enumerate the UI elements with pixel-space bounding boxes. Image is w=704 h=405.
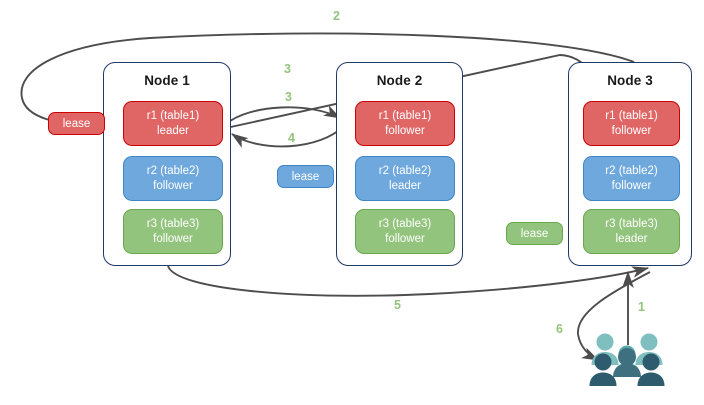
edge-label-6: 6 xyxy=(556,322,563,336)
node3-title: Node 3 xyxy=(607,73,653,88)
replica-n2r2[interactable]: r2 (table2) leader xyxy=(355,156,455,201)
node-container-node3[interactable]: Node 3 r1 (table1) follower r2 (table2) … xyxy=(568,62,692,266)
edge-label-3a: 3 xyxy=(284,62,291,76)
replica-n3r3-range: r3 (table3) xyxy=(605,218,658,230)
node-container-node1[interactable]: Node 1 r1 (table1) leader r2 (table2) fo… xyxy=(103,62,231,266)
replica-n3r1-role: follower xyxy=(611,124,652,137)
lease-badge-green[interactable]: lease xyxy=(506,222,563,245)
replica-n3r3[interactable]: r3 (table3) leader xyxy=(583,209,680,254)
replica-n1r3[interactable]: r3 (table3) follower xyxy=(123,209,223,254)
replica-n3r3-role: leader xyxy=(615,232,648,245)
users-group-icon xyxy=(589,333,665,386)
replica-n1r2-range: r2 (table2) xyxy=(146,165,200,177)
replica-n2r1[interactable]: r1 (table1) follower xyxy=(355,101,455,146)
replica-n2r3-range: r3 (table3) xyxy=(378,218,432,230)
lease-badge-red[interactable]: lease xyxy=(48,112,105,135)
replica-n2r1-role: follower xyxy=(385,124,425,137)
node-container-node2[interactable]: Node 2 r1 (table1) follower r2 (table2) … xyxy=(336,62,463,266)
replica-n1r1-role: leader xyxy=(157,124,189,137)
replica-n1r3-role: follower xyxy=(153,232,193,245)
edge-3-node1-to-node2 xyxy=(225,105,342,125)
replica-n3r2-role: follower xyxy=(611,179,652,192)
replica-n2r2-range: r2 (table2) xyxy=(378,165,432,177)
replica-n1r1[interactable]: r1 (table1) leader xyxy=(123,101,223,146)
replica-n2r2-role: leader xyxy=(389,179,421,192)
replica-n1r1-range: r1 (table1) xyxy=(146,110,200,122)
replica-n3r1-range: r1 (table1) xyxy=(605,110,658,122)
replica-n1r2-role: follower xyxy=(153,179,193,192)
node2-title: Node 2 xyxy=(376,73,423,88)
replica-n3r1[interactable]: r1 (table1) follower xyxy=(583,101,680,146)
edge-label-3b: 3 xyxy=(285,90,292,104)
node1-title: Node 1 xyxy=(144,73,190,88)
replica-n3r2-range: r2 (table2) xyxy=(605,165,658,177)
edge-label-4: 4 xyxy=(288,131,295,145)
edge-5-response-path xyxy=(167,265,650,297)
replica-n2r3-role: follower xyxy=(385,232,425,245)
edge-label-1: 1 xyxy=(638,300,645,314)
lease-badge-blue[interactable]: lease xyxy=(277,165,334,188)
replica-n1r3-range: r3 (table3) xyxy=(146,218,200,230)
replica-n2r3[interactable]: r3 (table3) follower xyxy=(355,209,455,254)
edge-label-2: 2 xyxy=(333,9,340,23)
replica-n2r1-range: r1 (table1) xyxy=(378,110,432,122)
replica-n3r2[interactable]: r2 (table2) follower xyxy=(583,156,680,201)
edge-label-5: 5 xyxy=(394,298,401,312)
replica-n1r2[interactable]: r2 (table2) follower xyxy=(123,156,223,201)
